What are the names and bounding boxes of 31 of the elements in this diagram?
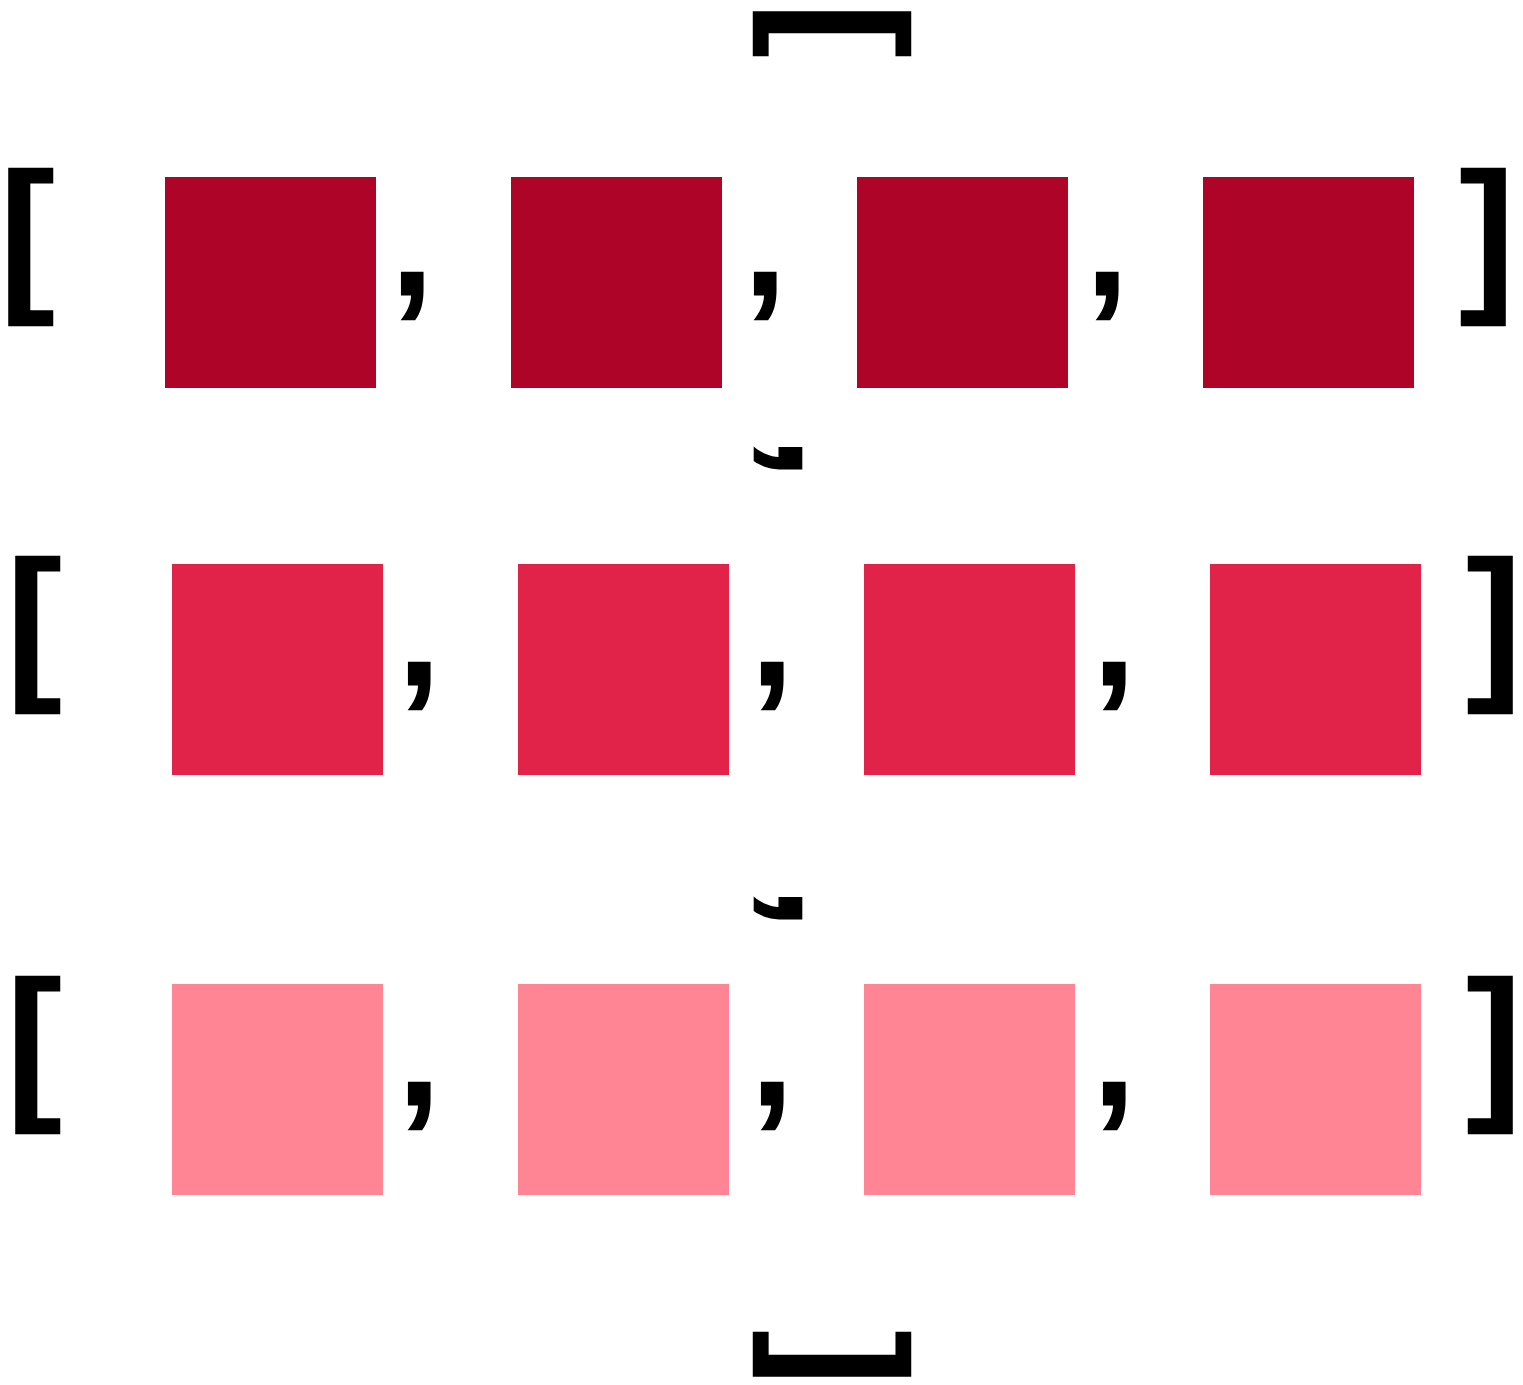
square [511,177,722,388]
bracket-symbol: [ [752,11,912,57]
comma-symbol: , [760,1081,784,1131]
square [1203,177,1414,388]
comma-symbol: , [753,271,777,321]
square [518,984,729,1195]
bracket-symbol: ] [1467,555,1513,715]
square [518,564,729,775]
bracket-symbol: [ [15,975,61,1135]
square [1210,984,1421,1195]
square [172,564,383,775]
bracket-symbol: ] [1467,975,1513,1135]
bracket-symbol: ] [752,1331,912,1377]
comma-symbol: , [753,896,803,920]
bracket-symbol: ] [1460,167,1506,327]
comma-symbol: , [400,271,424,321]
square [1210,564,1421,775]
square [864,984,1075,1195]
square [172,984,383,1195]
comma-symbol: , [753,446,803,470]
bracket-symbol: [ [8,167,54,327]
square [864,564,1075,775]
comma-symbol: , [760,661,784,711]
square [857,177,1068,388]
comma-symbol: , [407,661,431,711]
square [165,177,376,388]
comma-symbol: , [1095,271,1119,321]
comma-symbol: , [407,1081,431,1131]
comma-symbol: , [1102,1081,1126,1131]
comma-symbol: , [1102,661,1126,711]
bracket-symbol: [ [15,555,61,715]
